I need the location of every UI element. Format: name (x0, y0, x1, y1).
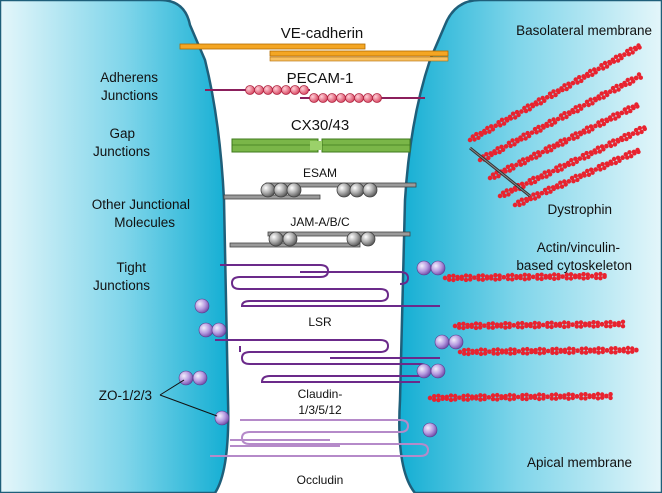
adherens-label-line2: Junctions (101, 88, 158, 103)
pecam-1-molecule (205, 85, 425, 103)
gap-label-line1: Gap (109, 126, 135, 141)
tight-label-line2: Junctions (93, 278, 150, 293)
zo-label: ZO-1/2/3 (99, 388, 152, 403)
claudin-label-line2: 1/3/5/12 (298, 403, 342, 417)
left-cell (0, 0, 230, 493)
occludin-label: Occludin (297, 473, 344, 487)
tight-label-line1: Tight (116, 260, 146, 275)
pecam-label: PECAM-1 (287, 70, 354, 87)
actin-label-line2: based cytoskeleton (516, 258, 632, 273)
claudin-label-line1: Claudin- (298, 387, 343, 401)
jam-molecule (229, 231, 411, 248)
cx-label: CX30/43 (291, 117, 349, 134)
zo-leader-lines (159, 379, 218, 417)
lsr-label: LSR (308, 315, 332, 329)
esam-label: ESAM (303, 166, 337, 180)
zo-beads (178, 260, 464, 438)
esam-molecule (223, 182, 417, 200)
basolateral-membrane-label: Basolateral membrane (516, 23, 652, 38)
ve-cadherin-molecule (179, 43, 449, 62)
other-junctional-label-line1: Other Junctional (92, 197, 190, 212)
dystrophin-label: Dystrophin (547, 202, 612, 217)
occludin-molecule (210, 419, 430, 457)
adherens-label-line1: Adherens (100, 70, 158, 85)
actin-filaments (427, 43, 647, 403)
gap-label-line2: Junctions (93, 144, 150, 159)
lsr-molecule (220, 264, 440, 307)
right-cell (398, 0, 662, 493)
dystrophin-molecule (469, 146, 531, 198)
jam-label: JAM-A/B/C (290, 215, 350, 229)
connexin-molecule (231, 138, 411, 153)
other-junctional-label-line2: Molecules (114, 215, 175, 230)
actin-label-line1: Actin/vinculin- (537, 240, 620, 255)
apical-membrane-label: Apical membrane (527, 455, 632, 470)
ve-cadherin-label: VE-cadherin (281, 25, 364, 42)
